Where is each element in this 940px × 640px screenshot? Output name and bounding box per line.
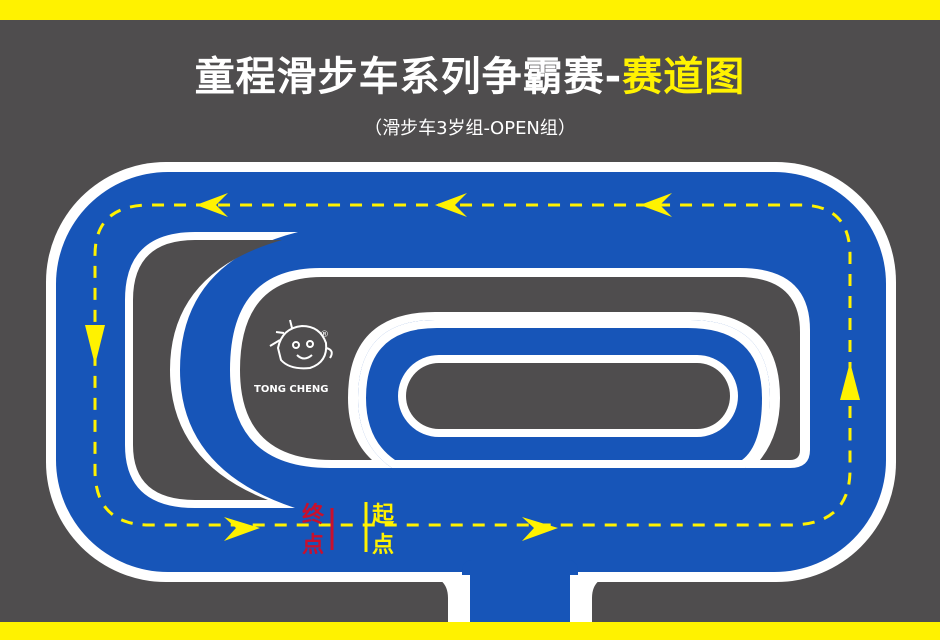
start-char-2: 点: [372, 532, 394, 558]
poster-subtitle: （滑步车3岁组-OPEN组）: [364, 118, 576, 139]
title-highlight: 赛道图: [622, 54, 746, 100]
title-main: 童程滑步车系列争霸赛-: [194, 54, 623, 100]
left-island: [133, 240, 282, 500]
start-char-1: 起: [371, 503, 395, 528]
center-island: [240, 277, 800, 460]
arrow-right-2: [522, 517, 558, 541]
arrow-left-2: [435, 193, 467, 217]
boy-face-icon: [269, 319, 333, 370]
registered-mark: ®: [320, 330, 329, 340]
arrow-right-1: [224, 517, 260, 541]
arrow-up-right: [840, 362, 860, 400]
inner-island: [406, 363, 730, 429]
arrow-down-left: [85, 325, 105, 365]
finish-char-1: 终: [302, 502, 325, 528]
racing-line: [93, 203, 852, 527]
poster-title: 童程滑步车系列争霸赛-赛道图: [0, 44, 940, 102]
top-yellow-bar: [0, 0, 940, 20]
arrow-left-1: [640, 193, 672, 217]
arrow-left-3: [196, 193, 228, 217]
bottom-yellow-bar: [0, 622, 940, 640]
tong-cheng-logo: ® TONG CHENG: [254, 319, 333, 395]
finish-char-2: 点: [302, 532, 324, 558]
logo-text: TONG CHENG: [254, 384, 329, 395]
